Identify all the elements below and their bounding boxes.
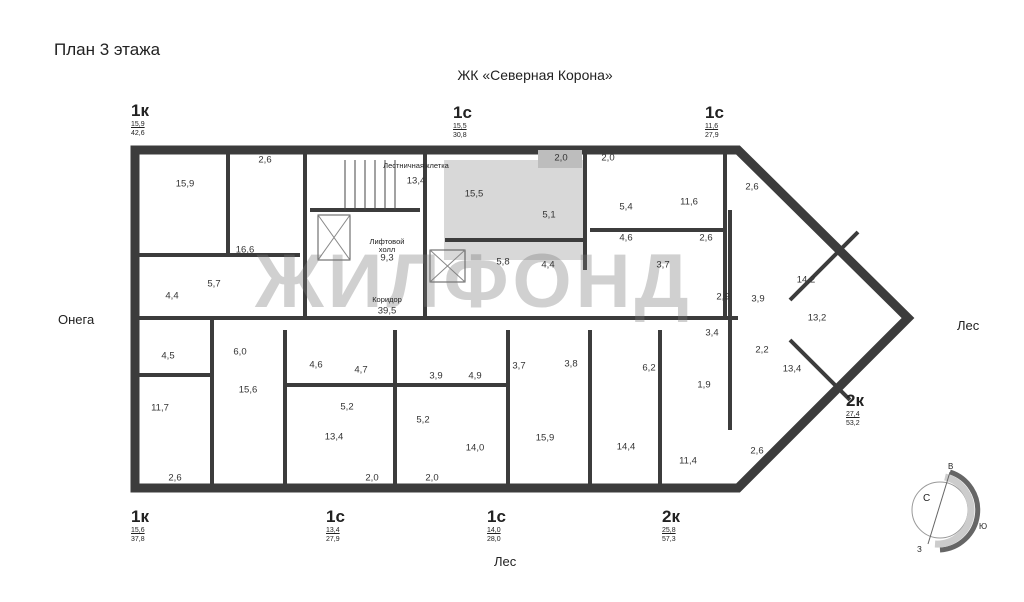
room-area: 2,6	[745, 181, 759, 193]
room-area: 4,6	[619, 232, 633, 244]
room-area: 3,9	[751, 293, 765, 305]
room-area: 2,6	[750, 445, 764, 457]
room-area: 5,2	[416, 414, 430, 426]
room-area: 2,2	[755, 344, 769, 356]
interior-walls	[135, 150, 860, 488]
room-area: 4,4	[165, 290, 179, 302]
side-label-right: Лес	[957, 318, 980, 333]
corridor-label: Коридор	[372, 295, 402, 304]
room-area: 11,4	[679, 455, 697, 467]
room-area: 14,2	[796, 274, 816, 286]
room-area: 5,4	[619, 201, 633, 213]
room-area: 13,4	[324, 431, 344, 443]
room-area: 3,9	[429, 370, 443, 382]
room-area: 6,2	[642, 362, 656, 374]
room-area: 2,0	[554, 152, 568, 164]
room-area: 13,2	[807, 312, 827, 324]
balcony	[538, 150, 582, 168]
side-label-left: Онега	[58, 312, 95, 327]
room-area: 4,5	[161, 350, 175, 362]
room-area: 3,7	[656, 259, 670, 271]
room-area: 4,9	[468, 370, 482, 382]
lift-hall-label: Лифтовой холл	[369, 237, 405, 254]
room-area: 3,8	[564, 358, 578, 370]
compass-west: З	[917, 545, 922, 554]
room-area: 5,1	[542, 209, 556, 221]
room-area: 2,6	[168, 472, 182, 484]
room-area: 4,6	[309, 359, 323, 371]
room-area: 2,6	[699, 232, 713, 244]
complex-name: ЖК «Северная Корона»	[457, 67, 613, 83]
room-area: 4,4	[541, 259, 555, 271]
room-area: 2,6	[258, 154, 272, 166]
room-area: 4,7	[354, 364, 368, 376]
room-area: 15,9	[535, 432, 555, 444]
room-area: 14,0	[465, 442, 485, 454]
room-area: 2,0	[425, 472, 439, 484]
room-area: 1,9	[697, 379, 711, 391]
room-area: 2,9	[716, 291, 730, 303]
room-area: 3,4	[705, 327, 719, 339]
stairs-area: 13,4	[406, 175, 426, 187]
highlighted-apartment	[444, 160, 584, 260]
room-area: 16,6	[235, 244, 255, 256]
compass-south: Ю	[979, 522, 988, 531]
room-area: 14,4	[616, 441, 636, 453]
room-area: 15,6	[238, 384, 258, 396]
page-title: План 3 этажа	[54, 40, 161, 59]
compass-east: В	[948, 462, 954, 471]
room-area: 11,6	[680, 196, 698, 208]
room-area: 2,0	[601, 152, 615, 164]
elevator	[429, 249, 466, 283]
compass-north: С	[923, 493, 931, 504]
lift-hall-area: 9,3	[380, 252, 394, 264]
room-area: 11,7	[151, 402, 169, 414]
room-area: 5,8	[496, 256, 510, 268]
compass	[911, 469, 981, 553]
room-area: 2,0	[365, 472, 379, 484]
room-area: 5,2	[340, 401, 354, 413]
elevator	[317, 214, 351, 261]
stairs-label: Лестничная клетка	[383, 161, 449, 170]
corridor-area: 39,5	[377, 305, 397, 317]
room-area: 5,7	[207, 278, 221, 290]
room-area: 15,5	[464, 188, 484, 200]
room-area: 13,4	[782, 363, 802, 375]
room-area: 15,9	[175, 178, 195, 190]
room-area: 3,7	[512, 360, 526, 372]
side-label-bottom: Лес	[494, 554, 517, 569]
room-area: 6,0	[233, 346, 247, 358]
watermark: ЖИЛФОНД	[255, 239, 693, 324]
stairs	[344, 160, 396, 210]
